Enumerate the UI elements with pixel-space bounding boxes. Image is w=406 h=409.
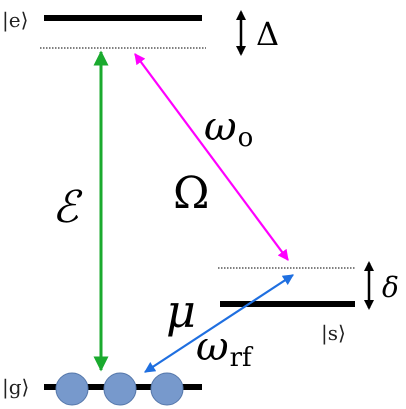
control-rabi-label: Ω [173,168,209,219]
control-field-arrow [134,53,289,261]
excited-ket-label: |e⟩ [2,8,28,33]
rf-frequency-subscript: rf [230,343,254,373]
rf-field-arrow [144,274,294,373]
atom-3 [150,372,184,406]
optical-frequency-subscript: o [238,123,254,153]
ground-ket-label: |g⟩ [2,375,29,400]
probe-field-label: ℰ [52,182,83,233]
atom-1 [55,372,89,406]
rf-frequency-symbol: ω [196,324,229,370]
rf-frequency-label: ωrf [196,324,254,373]
storage-ket-label: |s⟩ [321,321,346,346]
optical-frequency-symbol: ω [204,104,237,150]
atom-2 [103,372,137,406]
lower-detuning-label: δ [382,271,399,304]
dipole-label: μ [166,284,196,338]
upper-detuning-label: Δ [256,15,279,53]
optical-frequency-label: ωo [204,104,253,153]
